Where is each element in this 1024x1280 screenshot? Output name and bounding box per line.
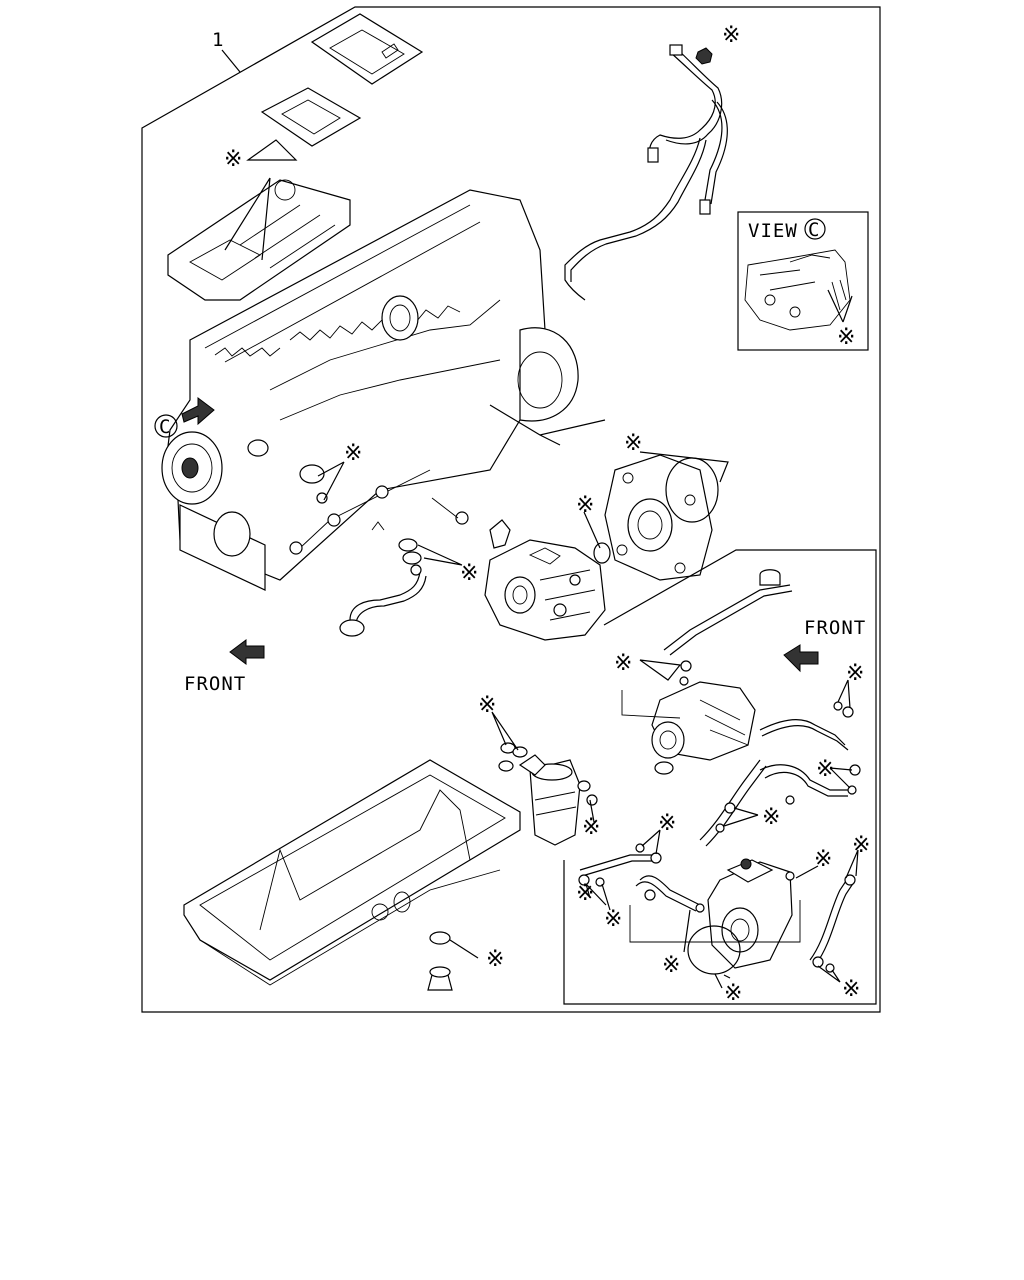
svg-text:※: ※	[658, 811, 676, 836]
svg-text:※: ※	[814, 847, 832, 872]
gear-case-cover: ※	[604, 431, 729, 581]
view-ref: C	[808, 219, 820, 241]
svg-text:※: ※	[486, 947, 504, 972]
injection-pump: ※	[484, 493, 611, 641]
compressor-inset: FRONT ※ ※ ※ ※ ※ ※	[563, 549, 877, 1006]
view-c-inset: VIEW C ※	[737, 211, 869, 351]
block-seals: ※	[247, 439, 431, 555]
svg-text:※: ※	[842, 977, 860, 1002]
intake-manifold	[167, 177, 351, 301]
svg-text:※: ※	[576, 493, 594, 518]
svg-text:※: ※	[816, 757, 834, 782]
svg-text:※: ※	[852, 833, 870, 858]
item-number: 1	[212, 29, 224, 51]
svg-text:※: ※	[344, 441, 362, 466]
svg-text:※: ※	[460, 561, 478, 586]
svg-text:※: ※	[837, 325, 855, 350]
view-title: VIEW	[748, 220, 798, 242]
main-frame	[141, 6, 881, 1013]
callout-c: C	[159, 416, 171, 438]
oil-filter: ※ ※	[478, 693, 600, 846]
front-arrow-main: FRONT	[184, 639, 265, 695]
svg-text:※: ※	[662, 953, 680, 978]
svg-text:※: ※	[604, 907, 622, 932]
head-cover-parts: ※	[224, 13, 424, 172]
svg-text:※: ※	[478, 693, 496, 718]
svg-text:※: ※	[762, 805, 780, 830]
crank-pulley: C	[154, 397, 223, 505]
svg-text:※: ※	[576, 881, 594, 906]
svg-text:※: ※	[624, 431, 642, 456]
svg-text:※: ※	[582, 815, 600, 840]
svg-text:※: ※	[722, 23, 740, 48]
svg-text:※: ※	[724, 981, 742, 1006]
item-leader	[221, 49, 241, 73]
svg-text:※: ※	[224, 147, 242, 172]
front-label-inset: FRONT	[804, 617, 866, 639]
oil-pan: ※	[183, 759, 521, 991]
wiring-harness: ※	[564, 23, 740, 301]
svg-text:※: ※	[614, 651, 632, 676]
front-label-main: FRONT	[184, 673, 246, 695]
oil-pipe: ※	[339, 497, 511, 637]
svg-text:※: ※	[846, 661, 864, 686]
cylinder-block	[164, 189, 606, 591]
